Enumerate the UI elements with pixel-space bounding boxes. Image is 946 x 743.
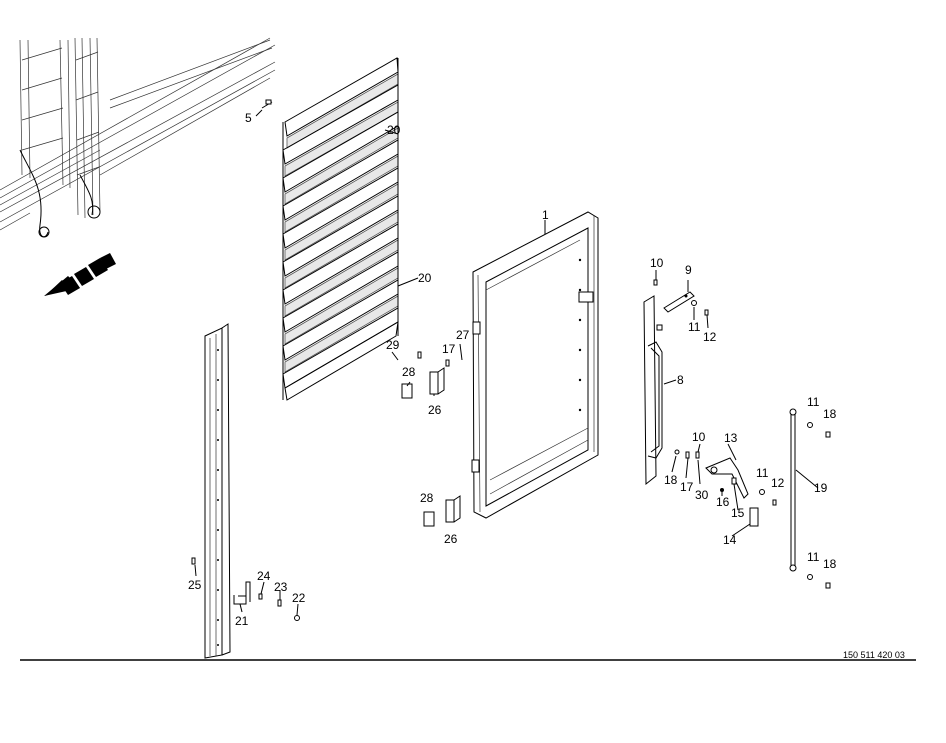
upright-post: [191, 323, 231, 659]
callout-11-rod-top: 11: [807, 395, 820, 409]
part-8-handle: [643, 295, 663, 486]
part-19-rod: [789, 408, 831, 589]
callout-25: 25: [188, 578, 202, 592]
callout-15: 15: [731, 506, 745, 520]
callout-20-top: 20: [387, 123, 401, 137]
hinge-set-lower: [423, 495, 461, 527]
callout-11-lower: 11: [756, 466, 769, 480]
bracket-fasteners: [233, 581, 300, 621]
callout-18-rod-bottom: 18: [823, 557, 837, 571]
callout-5: 5: [245, 111, 252, 125]
upper-latch-parts: [653, 279, 709, 316]
document-number: 150 511 420 03: [843, 650, 905, 660]
callout-1: 1: [542, 208, 549, 222]
callout-11-upper: 11: [688, 320, 701, 334]
callout-18-lower: 18: [664, 473, 678, 487]
callout-19: 19: [814, 481, 828, 495]
callout-9: 9: [685, 263, 692, 277]
callout-17-upper: 17: [442, 342, 456, 356]
callout-10-lower: 10: [692, 430, 706, 444]
callout-12-upper: 12: [703, 330, 717, 344]
callout-17-lower: 17: [680, 480, 694, 494]
leader-lines: [194, 109, 819, 616]
machine-frame-context: [0, 37, 276, 238]
part-5-bolt: [261, 99, 273, 109]
callout-23: 23: [274, 580, 288, 594]
callout-12-lower: 12: [771, 476, 785, 490]
callout-28-lower: 28: [420, 491, 434, 505]
callout-8: 8: [677, 373, 684, 387]
callout-30: 30: [695, 488, 709, 502]
callout-26-lower: 26: [444, 532, 458, 546]
hinge-set-upper: [401, 343, 463, 399]
callout-29: 29: [386, 338, 400, 352]
callout-26-upper: 26: [428, 403, 442, 417]
callout-11-rod-bottom: 11: [807, 550, 820, 564]
callout-16: 16: [716, 495, 730, 509]
callout-20-bottom: 20: [418, 271, 432, 285]
callout-22: 22: [292, 591, 306, 605]
callout-28-upper: 28: [402, 365, 416, 379]
callout-labels: 1 5 20 20 10 9 11 12 8 29 27 17 28 26 11…: [188, 111, 837, 628]
direction-arrow-icon: [44, 253, 116, 296]
callout-13: 13: [724, 431, 738, 445]
callout-18-rod-top: 18: [823, 407, 837, 421]
part-20-slat-panel: [282, 57, 399, 401]
part-1-door-frame: [471, 211, 599, 519]
callout-27: 27: [456, 328, 470, 342]
callout-24: 24: [257, 569, 271, 583]
callout-14: 14: [723, 533, 737, 547]
callout-10-upper: 10: [650, 256, 664, 270]
lower-latch-parts: [674, 449, 777, 527]
callout-21: 21: [235, 614, 249, 628]
